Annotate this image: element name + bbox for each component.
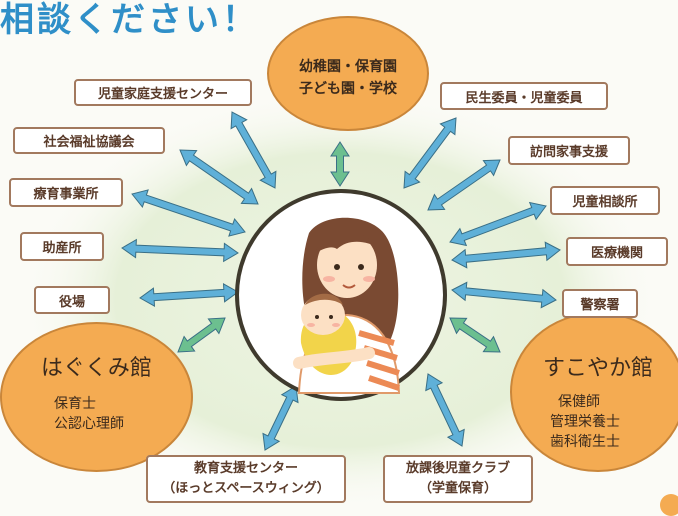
box-label: 児童家庭支援センター <box>97 87 228 102</box>
top-circle: 幼稚園・保育園 子ども園・学校 <box>267 16 429 131</box>
top-circle-line-1: 幼稚園・保育園 <box>299 59 397 75</box>
right-circle-staff-1: 保健師 <box>558 394 600 410</box>
box-home-visit-support: 訪問家事支援 <box>508 136 630 165</box>
right-circle-staff-3: 歯科衛生士 <box>550 434 620 450</box>
page-title: 相談ください！ <box>0 0 259 40</box>
box-label: 児童相談所 <box>572 195 638 210</box>
left-circle-name: はぐくみ館 <box>41 356 152 381</box>
arrow-right-5 <box>451 281 557 309</box>
arrow-left-1 <box>230 111 277 189</box>
box-label: 療育事業所 <box>33 187 99 202</box>
box-after-school-club: 放課後児童クラブ （学童保育） <box>383 455 533 503</box>
box-police-station: 警察署 <box>562 289 638 318</box>
box-label: 助産所 <box>42 241 82 256</box>
box-education-support-center: 教育支援センター （ほっとスペースウィング） <box>146 455 346 503</box>
box-label: 社会福祉協議会 <box>43 135 135 150</box>
arrow-left-2 <box>179 149 259 205</box>
box-child-family-support-center: 児童家庭支援センター <box>74 79 252 106</box>
arrows-group <box>121 111 561 451</box>
box-label: 民生委員・児童委員 <box>465 90 583 106</box>
mother-holding-baby-icon <box>293 217 401 394</box>
left-circle-staff-2: 公認心理師 <box>54 416 124 432</box>
arrow-right-3 <box>449 201 547 247</box>
right-circle-staff-2: 管理栄養士 <box>550 414 620 430</box>
box-label: 訪問家事支援 <box>529 145 608 160</box>
decorative-dot <box>660 494 678 516</box>
arrow-left-4 <box>121 238 239 263</box>
right-circle: すこやか館 保健師 管理栄養士 歯科衛生士 <box>510 312 678 472</box>
box-welfare-commissioner: 民生委員・児童委員 <box>440 82 608 110</box>
box-label-line-2: （学童保育） <box>418 481 497 496</box>
box-label-line-1: 教育支援センター <box>193 461 298 476</box>
arrow-bottom-2 <box>425 373 465 447</box>
arrow-bottom-1 <box>262 385 299 451</box>
left-circle: はぐくみ館 保育士 公認心理師 <box>0 322 193 472</box>
arrow-right-1 <box>403 117 457 189</box>
box-label-line-1: 放課後児童クラブ <box>405 461 510 476</box>
center-ring <box>235 189 447 401</box>
box-therapy-office: 療育事業所 <box>9 178 123 207</box>
box-town-office: 役場 <box>34 286 110 314</box>
box-midwifery: 助産所 <box>20 232 104 261</box>
top-circle-line-2: 子ども園・学校 <box>299 81 397 97</box>
arrow-left-3 <box>131 189 246 237</box>
arrow-green-top <box>330 141 350 187</box>
arrow-right-2 <box>427 159 501 211</box>
right-circle-name: すこやか館 <box>542 356 653 381</box>
arrow-right-4 <box>451 241 561 269</box>
box-label: 役場 <box>58 294 85 310</box>
box-label: 医療機関 <box>590 246 643 261</box>
box-child-guidance-center: 児童相談所 <box>550 186 660 215</box>
box-medical-institution: 医療機関 <box>566 237 668 266</box>
left-circle-staff-1: 保育士 <box>54 396 96 412</box>
arrow-green-right <box>449 317 501 353</box>
arrow-green-left <box>177 317 226 353</box>
box-social-welfare-council: 社会福祉協議会 <box>13 127 165 154</box>
box-label-line-2: （ほっとスペースウィング） <box>162 481 330 496</box>
box-label: 警察署 <box>580 298 620 313</box>
